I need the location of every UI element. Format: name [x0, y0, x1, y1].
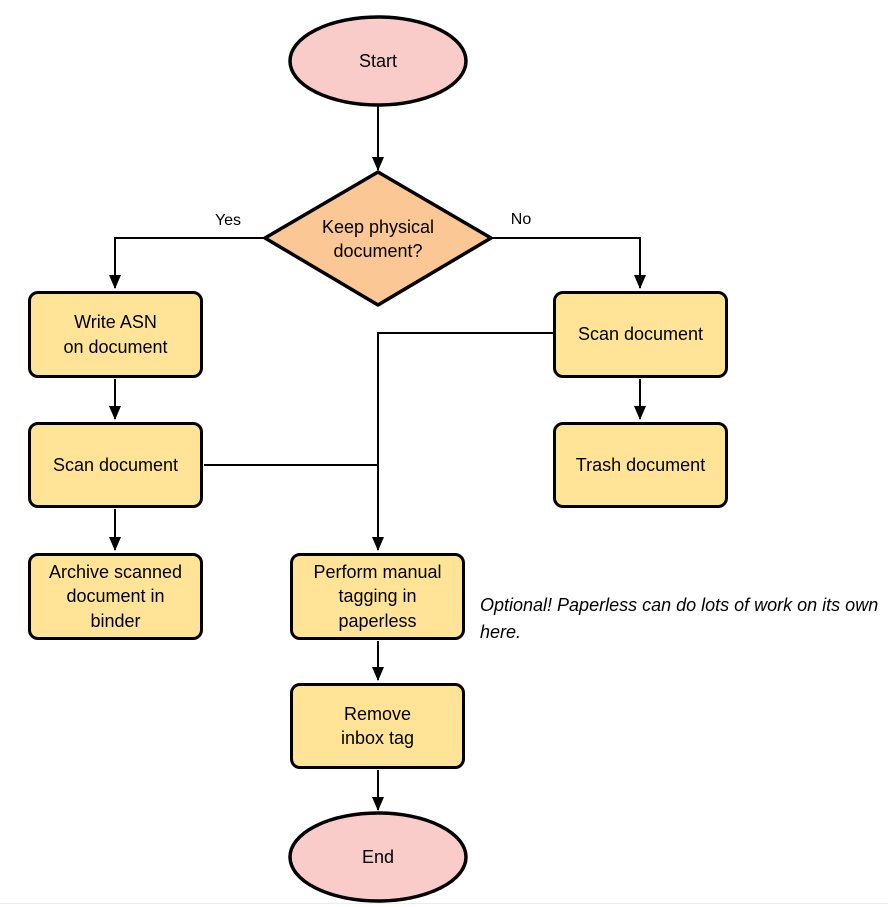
node-decision-keep-physical: Keep physical document?	[321, 216, 435, 261]
edge-label-yes: Yes	[214, 212, 242, 229]
node-end: End	[361, 846, 395, 867]
edge-decision-writeasn-yes	[109, 237, 265, 289]
edge-label-no: No	[510, 211, 532, 228]
edge-scanright-tagging	[372, 332, 553, 551]
node-remove-inbox-tag: Remove inbox tag	[290, 683, 465, 769]
node-write-asn: Write ASN on document	[28, 291, 203, 378]
annotation-optional-note: Optional! Paperless can do lots of work …	[480, 595, 879, 642]
end-terminal-shape	[288, 811, 468, 903]
page-bottom-divider	[0, 903, 888, 904]
node-start: Start	[358, 50, 397, 71]
node-scan-document-left: Scan document	[28, 422, 203, 508]
node-archive-scanned: Archive scanned document in binder	[28, 553, 203, 640]
node-manual-tagging: Perform manual tagging in paperless	[290, 553, 465, 640]
node-trash-document: Trash document	[553, 422, 728, 508]
edge-decision-scanright-no	[491, 237, 646, 289]
decision-diamond-shape	[263, 170, 493, 307]
node-scan-document-right: Scan document	[553, 291, 728, 378]
